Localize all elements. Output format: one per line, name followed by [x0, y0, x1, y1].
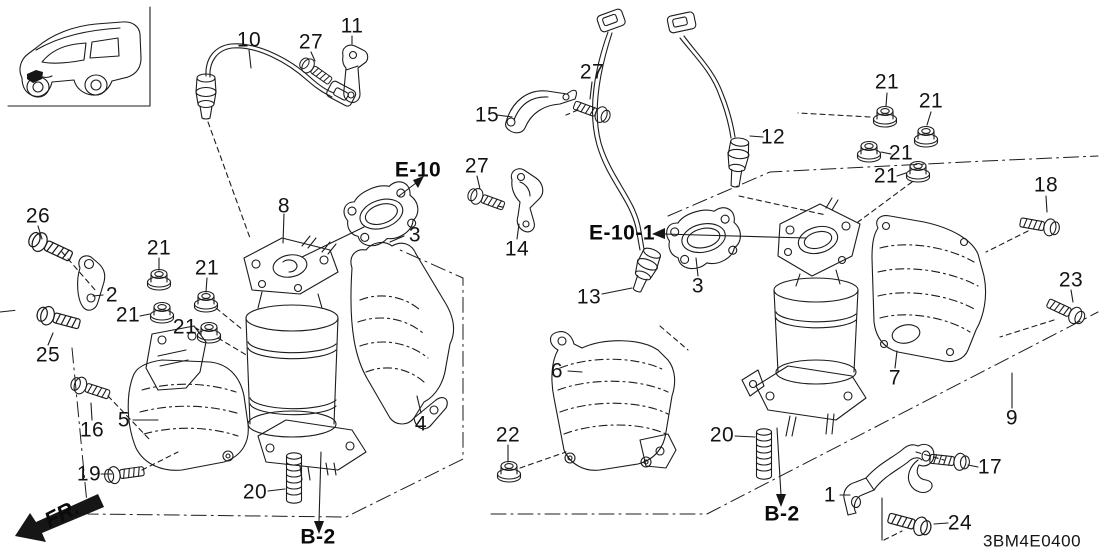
- part-callout-13[interactable]: 13: [576, 285, 602, 309]
- stay-bracket-2: [77, 255, 106, 311]
- part-callout-10[interactable]: 10: [236, 28, 262, 52]
- bracket-14: [510, 168, 544, 240]
- part-callout-11[interactable]: 11: [340, 14, 364, 38]
- part-callout-5[interactable]: 5: [117, 408, 131, 432]
- part-callout-21[interactable]: 21: [172, 315, 198, 339]
- stud-20-right: [734, 428, 773, 480]
- part-callout-25[interactable]: 25: [35, 343, 61, 367]
- bracket-15: [496, 89, 577, 134]
- part-callout-21[interactable]: 21: [873, 164, 899, 188]
- part-callout-24[interactable]: 24: [947, 511, 973, 535]
- bolt-27-top: [296, 51, 336, 89]
- part-callout-21[interactable]: 21: [115, 303, 141, 327]
- part-callout-23[interactable]: 23: [1058, 268, 1084, 292]
- part-callout-21[interactable]: 21: [874, 70, 900, 94]
- nut-21-group-right: [797, 92, 939, 223]
- nut-22: [496, 444, 567, 483]
- stay-bracket-1: [839, 443, 945, 541]
- part-callout-27[interactable]: 27: [579, 60, 605, 84]
- part-callout-1[interactable]: 1: [823, 483, 837, 507]
- diagram-code: 3BM4E0400: [982, 531, 1082, 551]
- part-callout-9[interactable]: 9: [1005, 406, 1019, 430]
- heat-shield-4: [350, 241, 455, 430]
- gasket-3-rear: [652, 202, 807, 277]
- part-callout-21[interactable]: 21: [146, 236, 172, 260]
- part-callout-6[interactable]: 6: [550, 359, 564, 383]
- part-callout-21[interactable]: 21: [194, 256, 220, 280]
- route-label-B-2[interactable]: B-2: [300, 525, 336, 549]
- bolt-24: [885, 508, 949, 539]
- heat-shield-7: [871, 215, 987, 369]
- bolt-27-mid: [565, 81, 613, 126]
- part-callout-12[interactable]: 12: [760, 125, 786, 149]
- part-callout-26[interactable]: 26: [25, 204, 51, 228]
- oxygen-sensor-13: [592, 8, 689, 351]
- bolt-17: [928, 449, 979, 472]
- part-callout-15[interactable]: 15: [474, 103, 500, 127]
- part-callout-3[interactable]: 3: [408, 223, 422, 247]
- part-callout-18[interactable]: 18: [1033, 173, 1059, 197]
- bolt-16: [68, 373, 151, 441]
- part-callout-4[interactable]: 4: [414, 412, 428, 436]
- part-callout-20[interactable]: 20: [242, 480, 268, 504]
- part-callout-2[interactable]: 2: [105, 283, 119, 307]
- part-callout-8[interactable]: 8: [277, 194, 291, 218]
- stud-20-left: [267, 452, 303, 504]
- bolt-18: [985, 195, 1062, 253]
- boundary-lines: [0, 155, 1099, 518]
- part-callout-22[interactable]: 22: [495, 423, 521, 447]
- part-callout-27[interactable]: 27: [464, 154, 490, 178]
- heat-shield-5: [127, 325, 249, 471]
- heat-shield-6: [549, 331, 677, 471]
- manifold-converter-rear: [741, 197, 867, 507]
- bolt-26: [24, 225, 97, 292]
- oxygen-sensor-10: [195, 43, 357, 239]
- part-callout-17[interactable]: 17: [977, 455, 1003, 479]
- bolt-19: [100, 451, 179, 486]
- part-callout-7[interactable]: 7: [888, 366, 902, 390]
- route-label-B-2[interactable]: B-2: [764, 502, 800, 526]
- route-label-E-10[interactable]: E-10: [394, 158, 442, 182]
- bolt-23: [999, 289, 1089, 338]
- part-callout-3[interactable]: 3: [691, 274, 705, 298]
- gasket-3-front: [301, 176, 426, 258]
- part-callout-20[interactable]: 20: [709, 423, 735, 447]
- nut-21-group-left: [139, 257, 249, 357]
- part-callout-21[interactable]: 21: [918, 89, 944, 113]
- fr-arrow: [15, 494, 104, 542]
- part-callout-16[interactable]: 16: [79, 418, 105, 442]
- route-label-E-10-1[interactable]: E-10-1: [588, 221, 656, 245]
- part-callout-14[interactable]: 14: [504, 237, 530, 261]
- part-callout-19[interactable]: 19: [76, 462, 102, 486]
- bracket-11: [342, 35, 369, 104]
- part-callout-21[interactable]: 21: [888, 141, 914, 165]
- bolt-25: [34, 303, 83, 346]
- oxygen-sensor-12: [666, 11, 827, 216]
- vehicle-inset: [7, 6, 151, 107]
- bolt-27-left: [465, 175, 507, 215]
- part-callout-27[interactable]: 27: [298, 30, 324, 54]
